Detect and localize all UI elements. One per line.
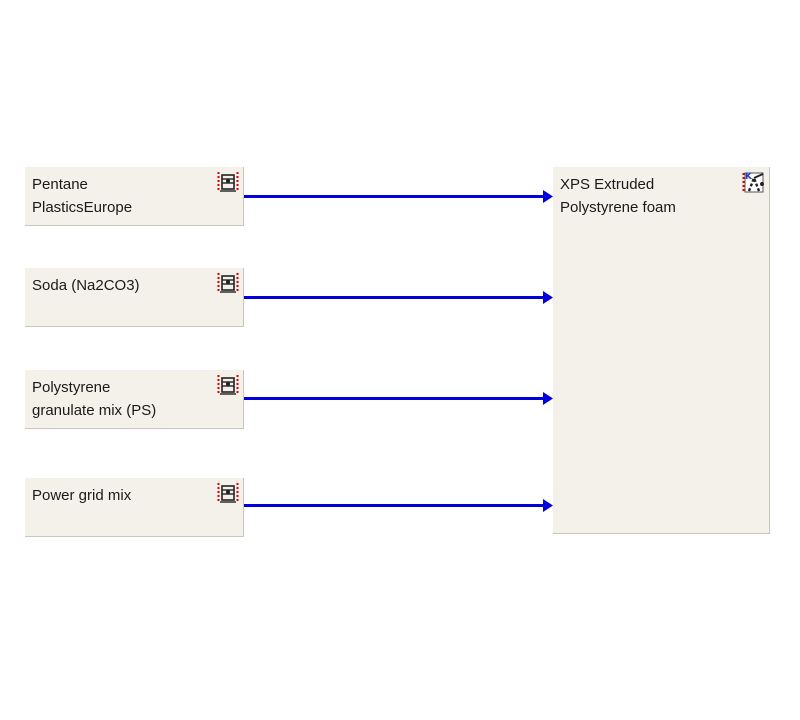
node-label-line: granulate mix (PS)	[32, 402, 157, 419]
plan-process-icon: K	[742, 172, 764, 193]
output-node-xps-foam[interactable]: XPS Extruded Polystyrene foam K	[553, 167, 770, 534]
node-label: Power grid mix	[32, 484, 131, 507]
process-unit-icon	[217, 375, 239, 395]
svg-text:K: K	[745, 172, 753, 182]
node-label-line: Power grid mix	[32, 487, 132, 504]
node-label-line: Pentane	[32, 176, 88, 193]
input-node-soda[interactable]: Soda (Na2CO3)	[25, 268, 244, 327]
node-label-line: Polystyrene	[32, 379, 111, 396]
node-label-line: Polystyrene foam	[560, 199, 676, 216]
process-unit-icon	[217, 172, 239, 192]
node-label-line: PlasticsEurope	[32, 199, 133, 216]
node-label-line: Soda (Na2CO3)	[32, 277, 140, 294]
arrow-pentane-to-xps	[244, 190, 553, 203]
node-label: Pentane PlasticsEurope	[32, 173, 132, 219]
arrow-polystyrene-to-xps	[244, 392, 553, 405]
input-node-pentane[interactable]: Pentane PlasticsEurope	[25, 167, 244, 226]
node-label: XPS Extruded Polystyrene foam	[560, 173, 676, 219]
input-node-power-grid[interactable]: Power grid mix	[25, 478, 244, 537]
process-unit-icon	[217, 273, 239, 293]
node-label: Soda (Na2CO3)	[32, 274, 140, 297]
arrow-power-grid-to-xps	[244, 499, 553, 512]
node-label: Polystyrene granulate mix (PS)	[32, 376, 156, 422]
arrow-soda-to-xps	[244, 291, 553, 304]
node-label-line: XPS Extruded	[560, 176, 655, 193]
input-node-polystyrene[interactable]: Polystyrene granulate mix (PS)	[25, 370, 244, 429]
process-unit-icon	[217, 483, 239, 503]
